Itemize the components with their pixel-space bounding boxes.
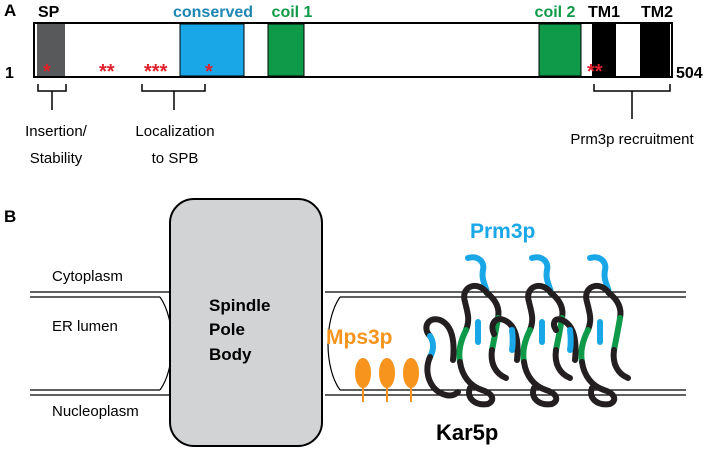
bracket-insertion <box>37 84 67 110</box>
coil2-domain <box>538 23 582 77</box>
insertion-label-1: Insertion/ <box>25 123 88 140</box>
mps3p-proteins <box>355 358 419 402</box>
sp-label: SP <box>38 4 60 21</box>
bracket-prm3p <box>593 84 671 119</box>
spb-label-1: Spindle <box>209 296 270 315</box>
conserved-domain <box>179 23 245 77</box>
tm1-domain <box>592 24 616 76</box>
er-membrane-left <box>30 291 173 396</box>
end-residue: 504 <box>676 65 703 82</box>
asterisk-group-1: * <box>43 61 51 83</box>
kar5p-proteins <box>423 282 631 408</box>
sp-domain <box>37 24 65 76</box>
mps3p-label: Mps3p <box>326 326 393 349</box>
asterisk-group-5: ** <box>587 61 603 83</box>
panel-b-label: B <box>4 207 16 226</box>
insertion-label-2: Stability <box>30 150 83 167</box>
nucleoplasm-label: Nucleoplasm <box>52 403 139 420</box>
er-lumen-label: ER lumen <box>52 318 118 335</box>
prm3p-recruitment-label: Prm3p recruitment <box>570 131 694 148</box>
tm1-label: TM1 <box>588 4 620 21</box>
bracket-localization <box>141 84 206 110</box>
coil1-label: coil 1 <box>272 4 313 21</box>
panel-a-label: A <box>4 1 16 20</box>
asterisk-group-3: *** <box>144 61 168 83</box>
prm3p-label: Prm3p <box>470 220 535 243</box>
localization-label-1: Localization <box>135 123 214 140</box>
asterisk-group-4: * <box>205 61 213 83</box>
tm2-domain <box>640 24 670 76</box>
cytoplasm-label: Cytoplasm <box>52 268 123 285</box>
spindle-pole-body <box>169 198 323 447</box>
spb-label-2: Pole <box>209 320 245 339</box>
coil1-domain <box>267 23 305 77</box>
tm2-label: TM2 <box>641 4 673 21</box>
asterisk-group-2: ** <box>99 61 115 83</box>
spb-label-3: Body <box>209 345 252 364</box>
localization-label-2: to SPB <box>152 150 199 167</box>
conserved-label: conserved <box>173 4 253 21</box>
start-residue: 1 <box>5 65 14 82</box>
er-membrane-right <box>325 291 686 396</box>
kar5p-label: Kar5p <box>436 420 498 445</box>
coil2-label: coil 2 <box>535 4 576 21</box>
